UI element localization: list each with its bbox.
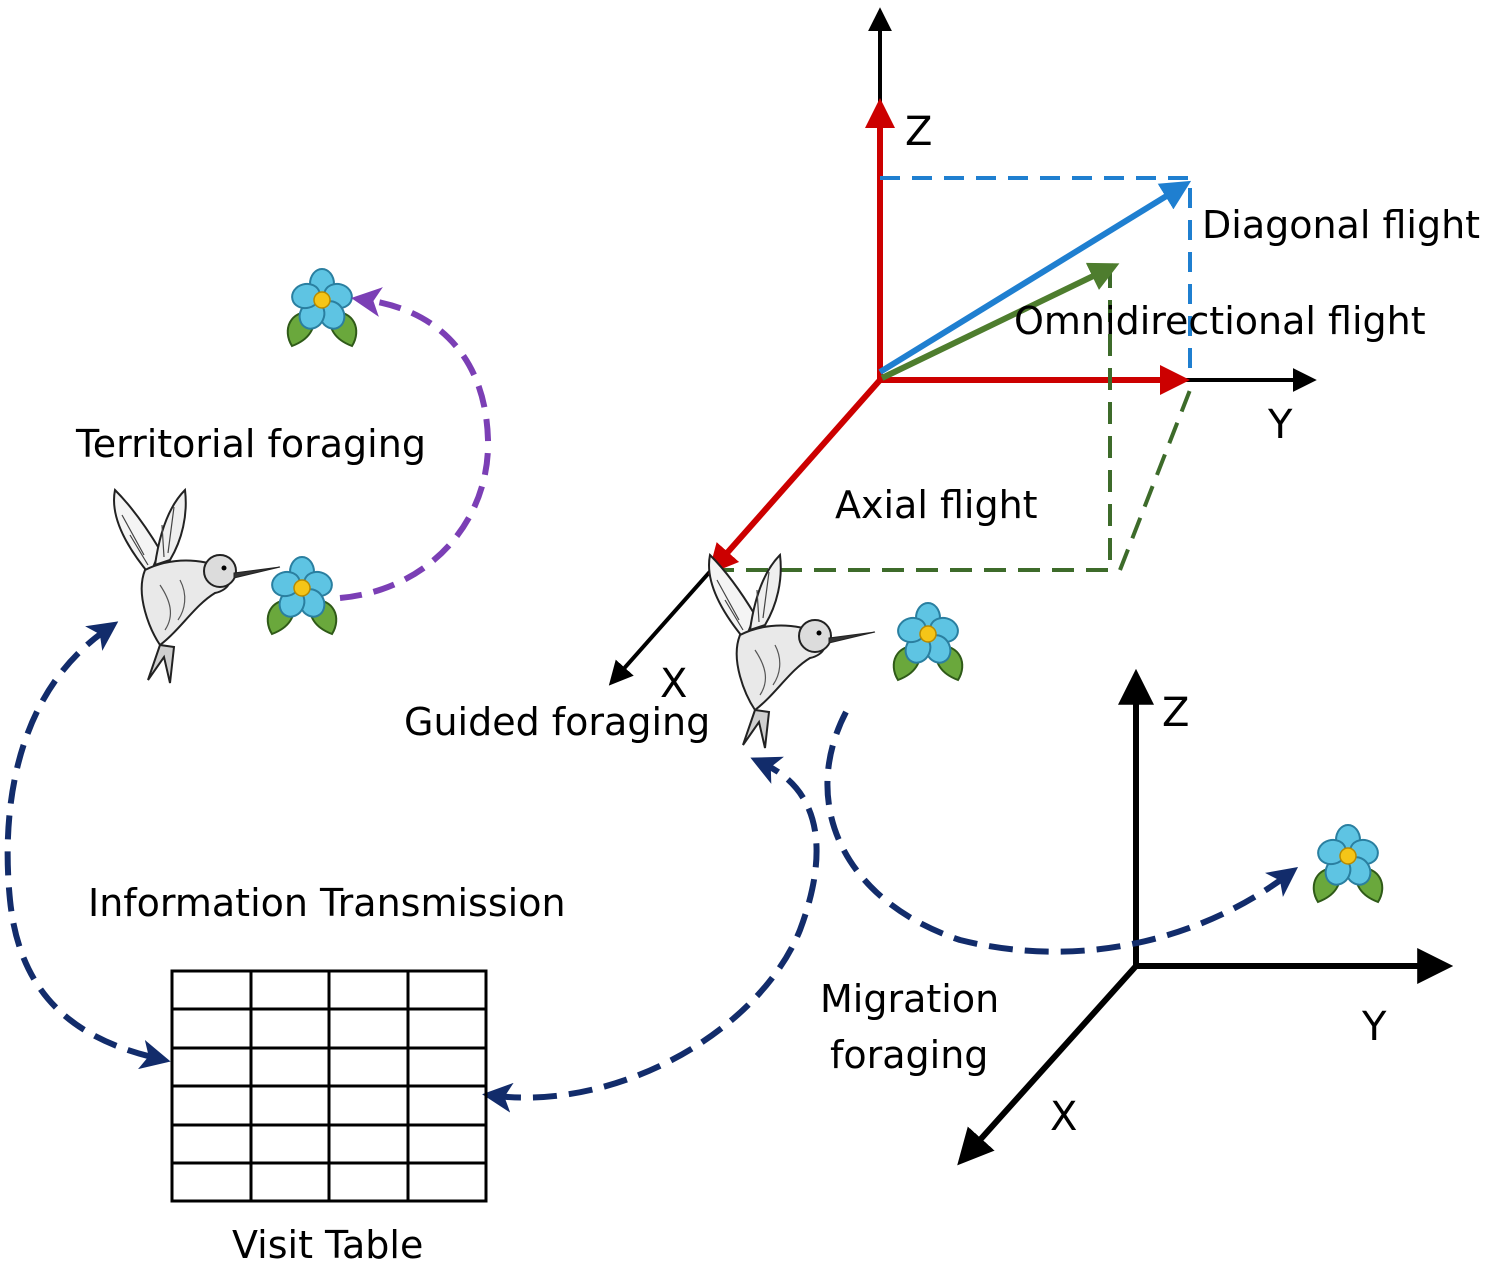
diagonal-flight-label: Diagonal flight: [1202, 203, 1480, 247]
axial-x-arrow: [708, 378, 883, 575]
left-transmission-arc: [4, 621, 171, 1070]
guided-group: Guided foraging: [404, 554, 964, 749]
omnidirectional-flight-label: Omnidirectional flight: [1014, 299, 1426, 343]
diagonal-dashed-box: [880, 176, 1192, 380]
diagonal-arrow: [878, 180, 1192, 375]
bottom-x-label: X: [1050, 1094, 1077, 1140]
migration-foraging-label-line2: foraging: [830, 1033, 988, 1077]
migration-foraging-label-line1: Migration: [820, 977, 999, 1021]
flower-icon: [892, 602, 964, 681]
hummingbird-icon: [113, 489, 281, 684]
transmission-group: Information Transmission: [4, 621, 820, 1113]
bottom-z-label: Z: [1162, 690, 1189, 736]
flower-icon: [286, 268, 358, 347]
territorial-foraging-label: Territorial foraging: [75, 422, 426, 466]
visit-table: [170, 969, 488, 1203]
bottom-y-label: Y: [1361, 1004, 1387, 1050]
migration-group: Z Y X Migration foraging: [820, 668, 1454, 1166]
hummingbird-icon: [708, 554, 876, 749]
top-x-label: X: [660, 661, 687, 707]
territorial-group: Territorial foraging: [75, 268, 492, 684]
axial-flight-label: Axial flight: [835, 483, 1038, 527]
migration-arc: [824, 710, 1299, 955]
omni-dashed-diag: [1118, 389, 1192, 571]
top-z-label: Z: [905, 109, 932, 155]
right-transmission-arc: [482, 756, 820, 1113]
flower-icon: [1312, 824, 1384, 903]
information-transmission-label: Information Transmission: [88, 881, 566, 925]
top-y-label: Y: [1267, 402, 1293, 448]
top-axes: Z Y X Diagonal flight Omnidirectional fl…: [608, 7, 1480, 707]
flower-icon: [266, 556, 338, 635]
visit-table-label: Visit Table: [232, 1223, 423, 1263]
omni-arrow: [880, 262, 1120, 381]
territorial-arc: [339, 287, 492, 601]
bottom-x-axis: [957, 963, 1139, 1166]
guided-foraging-label: Guided foraging: [404, 700, 710, 744]
omni-dashed-box: [712, 270, 1112, 572]
